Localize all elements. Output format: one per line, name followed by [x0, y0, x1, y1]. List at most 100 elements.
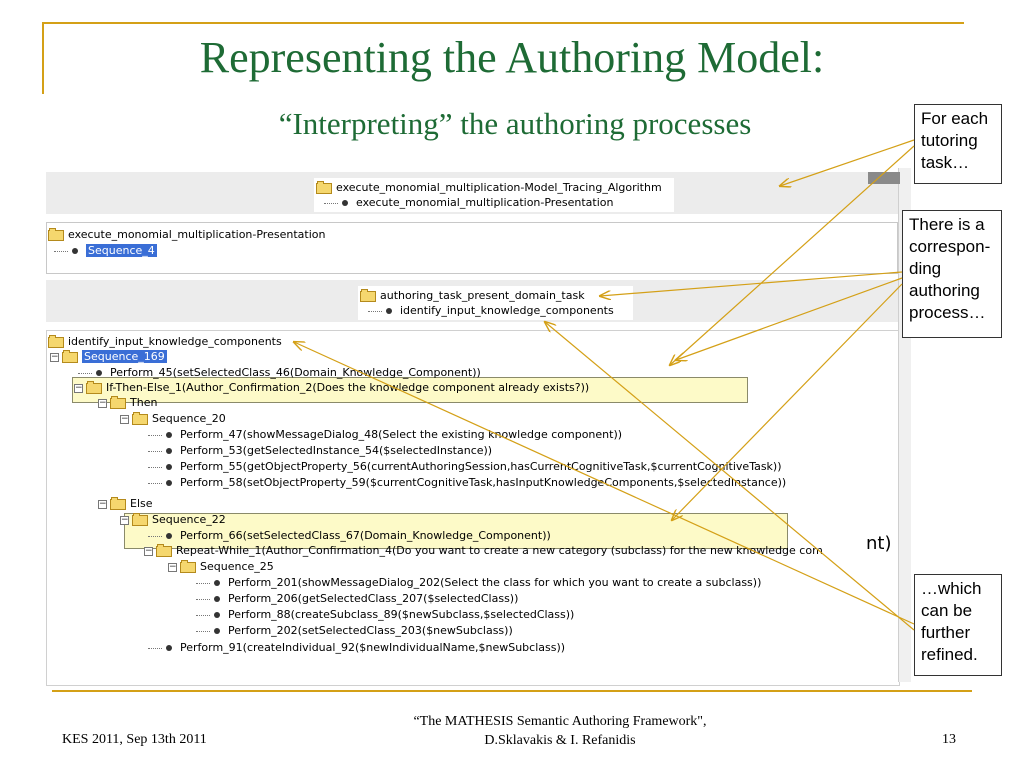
tree-node[interactable]: execute_monomial_multiplication-Presenta…: [324, 195, 613, 210]
tree-node[interactable]: Perform_47(showMessageDialog_48(Select t…: [148, 427, 622, 442]
leaf-node-icon: [214, 628, 220, 634]
collapse-toggle-icon[interactable]: −: [120, 514, 129, 525]
node-label: Perform_53(getSelectedInstance_54($selec…: [180, 444, 493, 457]
tree-node[interactable]: Perform_91(createIndividual_92($newIndiv…: [148, 640, 565, 655]
tree-connector: [148, 434, 162, 436]
tree-connector: [324, 202, 338, 204]
tree-node-root[interactable]: identify_input_knowledge_components: [48, 334, 282, 349]
node-label: Sequence_22: [152, 513, 226, 526]
node-label: authoring_task_present_domain_task: [380, 289, 585, 302]
tree-node[interactable]: −If-Then-Else_1(Author_Confirmation_2(Do…: [74, 380, 589, 395]
tree-connector: [148, 647, 162, 649]
folder-icon: [110, 496, 126, 510]
node-label: Perform_201(showMessageDialog_202(Select…: [228, 576, 762, 589]
node-label: Perform_66(setSelectedClass_67(Domain_Kn…: [180, 529, 551, 542]
tree-node[interactable]: − Repeat-While_1(Author_Confirmation_4(Do…: [144, 543, 823, 558]
node-label: Else: [130, 497, 153, 510]
arrow-icon: [676, 277, 903, 360]
callout-authoring-process: There is a correspon- ding authoring pro…: [902, 210, 1002, 338]
slide-title: Representing the Authoring Model:: [199, 33, 825, 82]
page-number: 13: [942, 732, 956, 747]
node-label: Perform_58(setObjectProperty_59($current…: [180, 476, 787, 489]
tree-node[interactable]: − Sequence_169: [50, 349, 167, 364]
model-tracing-tree: execute_monomial_multiplication-Model_Tr…: [314, 178, 674, 212]
collapse-toggle-icon[interactable]: −: [168, 561, 177, 572]
folder-icon: [156, 543, 172, 557]
tree-node[interactable]: Sequence_4: [54, 243, 157, 258]
collapse-toggle-icon[interactable]: −: [74, 382, 83, 393]
highlight-if-then-else: [72, 377, 748, 403]
callout-further-refined: …which can be further refined.: [914, 574, 1002, 676]
collapse-toggle-icon[interactable]: −: [98, 397, 107, 408]
left-accent-line: [42, 22, 44, 94]
node-label: Perform_206(getSelectedClass_207($select…: [228, 592, 519, 605]
footer-line: [52, 690, 972, 692]
tree-node[interactable]: Perform_58(setObjectProperty_59($current…: [148, 475, 786, 490]
folder-icon: [132, 512, 148, 526]
tree-node[interactable]: authoring_task_present_domain_task: [360, 288, 585, 303]
leaf-node-icon: [166, 432, 172, 438]
footer-event: KES 2011, Sep 13th 2011: [62, 732, 207, 747]
tree-node[interactable]: Perform_45(setSelectedClass_46(Domain_Kn…: [78, 365, 481, 380]
arrow-icon: [600, 271, 903, 296]
tree-node[interactable]: execute_monomial_multiplication-Model_Tr…: [316, 180, 662, 195]
presentation-panel: [46, 222, 898, 274]
node-label: identify_input_knowledge_components: [68, 335, 282, 348]
tree-connector: [148, 482, 162, 484]
collapse-toggle-icon[interactable]: −: [120, 413, 129, 424]
folder-icon: [180, 559, 196, 573]
tree-connector: [148, 450, 162, 452]
tree-node[interactable]: identify_input_knowledge_components: [368, 303, 614, 318]
node-label: Perform_88(createSubclass_89($newSubclas…: [228, 608, 575, 621]
folder-icon: [132, 411, 148, 425]
footer-citation-line1: “The MATHESIS Semantic Authoring Framewo…: [413, 714, 707, 729]
tree-connector: [368, 310, 382, 312]
collapse-toggle-icon[interactable]: −: [50, 351, 59, 362]
tree-node[interactable]: −Sequence_20: [120, 411, 226, 426]
tree-connector: [148, 535, 162, 537]
leaf-node-icon: [96, 370, 102, 376]
tree-node[interactable]: −Then: [98, 395, 157, 410]
tree-node[interactable]: Perform_53(getSelectedInstance_54($selec…: [148, 443, 492, 458]
arrow-icon: [545, 322, 915, 631]
leaf-node-icon: [166, 448, 172, 454]
tree-connector: [196, 614, 210, 616]
collapse-toggle-icon[interactable]: −: [98, 498, 107, 509]
callout-tutoring-task: For each tutoring task…: [914, 104, 1002, 184]
tree-node[interactable]: Perform_206(getSelectedClass_207($select…: [196, 591, 518, 606]
node-label: Sequence_25: [200, 560, 274, 573]
collapse-toggle-icon[interactable]: −: [144, 545, 153, 556]
tree-node[interactable]: Perform_66(setSelectedClass_67(Domain_Kn…: [148, 528, 551, 543]
tree-connector: [78, 372, 92, 374]
leaf-node-icon: [166, 464, 172, 470]
tree-node[interactable]: − Sequence_22: [120, 512, 226, 527]
tree-connector: [196, 630, 210, 632]
tree-node[interactable]: Perform_88(createSubclass_89($newSubclas…: [196, 607, 574, 622]
tree-node[interactable]: − Else: [98, 496, 153, 511]
folder-icon: [86, 380, 102, 394]
truncated-text: nt): [866, 533, 892, 554]
folder-icon: [62, 349, 78, 363]
folder-icon: [110, 395, 126, 409]
leaf-node-icon: [342, 200, 348, 206]
tree-node[interactable]: − Sequence_25: [168, 559, 274, 574]
tree-node[interactable]: execute_monomial_multiplication-Presenta…: [48, 227, 325, 242]
tree-node[interactable]: Perform_201(showMessageDialog_202(Select…: [196, 575, 761, 590]
leaf-node-icon: [386, 308, 392, 314]
node-label: Perform_55(getObjectProperty_56(currentA…: [180, 460, 782, 473]
leaf-node-icon: [166, 645, 172, 651]
leaf-node-icon: [214, 612, 220, 618]
node-label: identify_input_knowledge_components: [400, 304, 614, 317]
tree-node[interactable]: Perform_55(getObjectProperty_56(currentA…: [148, 459, 782, 474]
leaf-node-icon: [214, 580, 220, 586]
node-label: Repeat-While_1(Author_Confirmation_4(Do …: [176, 544, 823, 557]
folder-icon: [48, 334, 64, 348]
tree-node[interactable]: Perform_202(setSelectedClass_203($newSub…: [196, 623, 513, 638]
leaf-node-icon: [72, 248, 78, 254]
scrollbar-thumb[interactable]: [868, 172, 900, 184]
arrow-icon: [780, 139, 915, 186]
top-accent-line: [42, 22, 964, 24]
node-label: execute_monomial_multiplication-Presenta…: [68, 228, 326, 241]
selected-node-label: Sequence_169: [82, 350, 167, 363]
